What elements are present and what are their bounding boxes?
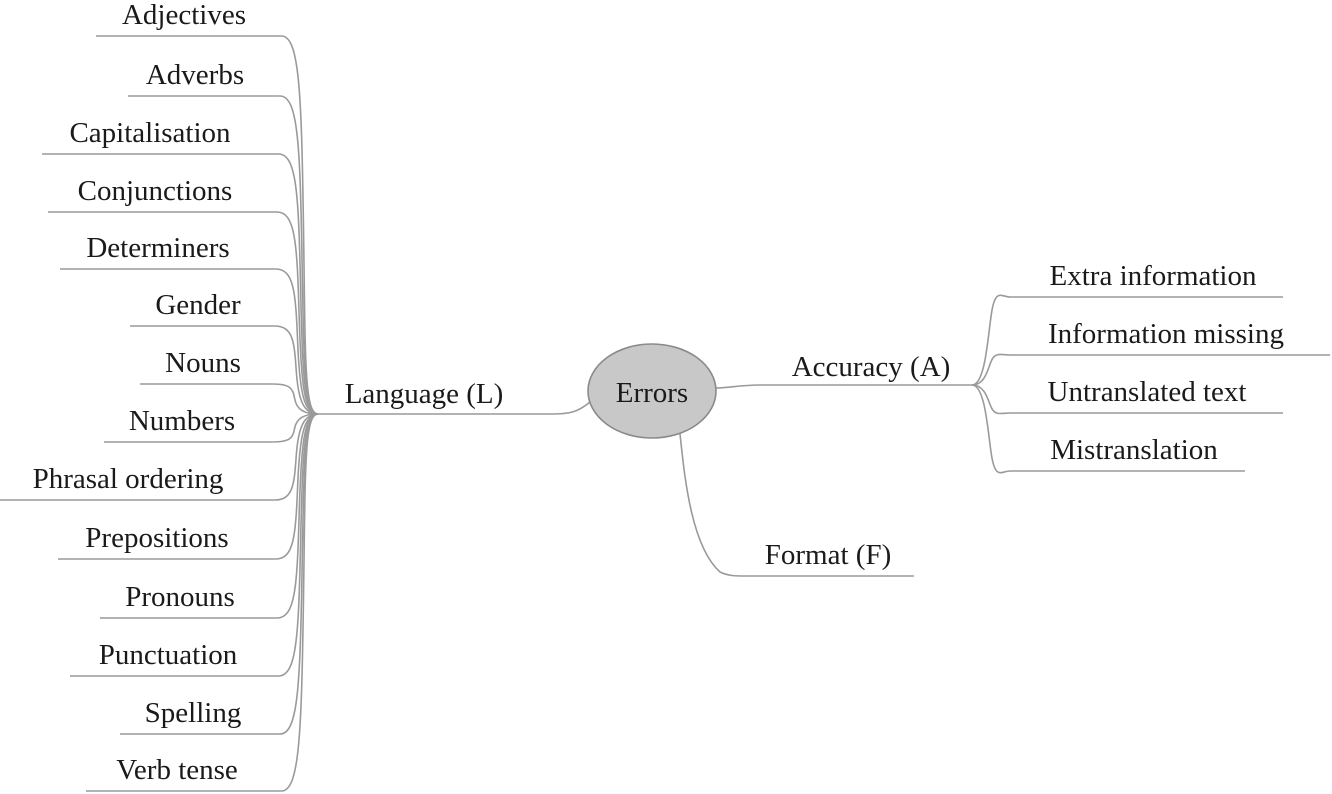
- connector-language-nouns: [272, 383, 319, 415]
- connector-language-gender: [274, 325, 319, 415]
- connector-language-adjectives: [281, 35, 319, 415]
- connector-language-pronouns: [277, 413, 319, 619]
- leaf-pronouns: Pronouns: [125, 581, 235, 613]
- connector-language-punctuation: [278, 413, 319, 677]
- connector-language-phrasal-ordering: [274, 413, 319, 501]
- connector-language-conjunctions: [276, 211, 319, 415]
- leaf-nodes: AdjectivesAdverbsCapitalisationConjuncti…: [33, 0, 1284, 786]
- connector-accuracy-extra-information: [971, 294, 1011, 386]
- leaf-prepositions: Prepositions: [85, 522, 228, 554]
- leaf-adjectives: Adjectives: [122, 0, 246, 31]
- leaf-adverbs: Adverbs: [146, 59, 244, 91]
- mind-map-nodes: Errors Language (L) Accuracy (A) Format …: [345, 343, 951, 571]
- connector-language-capitalisation: [278, 153, 319, 415]
- connector-accuracy-information-missing: [971, 353, 1011, 386]
- connector-language-determiners: [275, 268, 319, 415]
- branch-connectors: [0, 35, 1330, 792]
- connector-accuracy-mistranslation: [971, 384, 1011, 474]
- connector-root-format: [679, 433, 914, 577]
- connector-language-verb-tense: [281, 413, 319, 792]
- leaf-untranslated-text: Untranslated text: [1048, 376, 1247, 408]
- connector-root-accuracy: [715, 384, 972, 389]
- connector-language-numbers: [272, 413, 319, 443]
- branch-label-accuracy: Accuracy (A): [792, 351, 951, 383]
- leaf-determiners: Determiners: [86, 232, 229, 264]
- leaf-mistranslation: Mistranslation: [1050, 434, 1218, 466]
- leaf-conjunctions: Conjunctions: [78, 175, 233, 207]
- leaf-punctuation: Punctuation: [99, 639, 238, 671]
- connector-language-prepositions: [275, 413, 319, 560]
- leaf-verb-tense: Verb tense: [116, 754, 238, 786]
- leaf-extra-information: Extra information: [1050, 260, 1257, 292]
- leaf-phrasal-ordering: Phrasal ordering: [33, 463, 224, 495]
- connector-accuracy-untranslated-text: [971, 384, 1011, 415]
- leaf-capitalisation: Capitalisation: [69, 117, 231, 149]
- branch-label-language: Language (L): [345, 378, 504, 410]
- leaf-gender: Gender: [155, 289, 241, 321]
- connector-language-adverbs: [279, 95, 319, 415]
- leaf-numbers: Numbers: [129, 405, 235, 437]
- leaf-information-missing: Information missing: [1048, 318, 1284, 350]
- branch-label-format: Format (F): [765, 539, 891, 571]
- connector-root-language: [318, 401, 591, 415]
- leaf-nouns: Nouns: [165, 347, 241, 379]
- leaf-spelling: Spelling: [145, 697, 242, 729]
- root-node: [587, 343, 717, 439]
- root-label: Errors: [616, 377, 688, 409]
